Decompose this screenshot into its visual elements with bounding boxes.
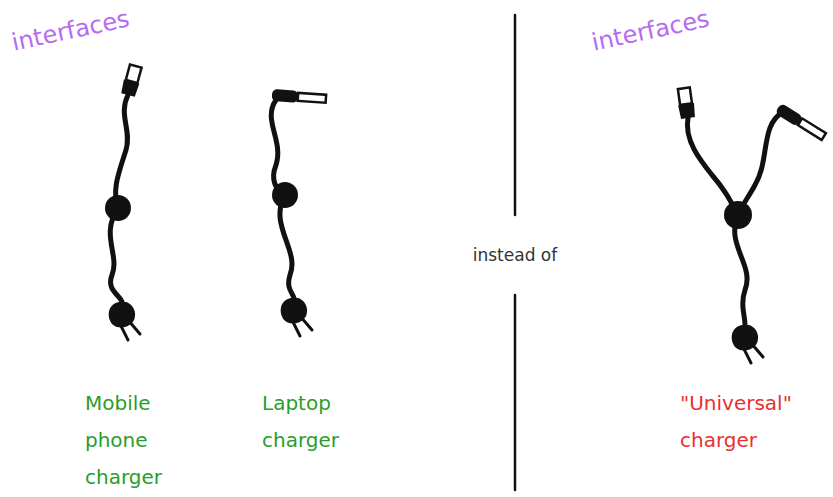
charger-label: Laptop charger [262,385,357,459]
divider-line [514,15,517,215]
laptop-cable [271,100,285,195]
barrel-plug [775,103,827,142]
cable-dot [105,195,131,221]
wall-plug [109,302,140,340]
barrel-plug [272,89,327,105]
charger-label: "Universal" charger [680,385,820,459]
phone-cable [110,208,122,302]
phone-cable [116,95,128,208]
laptop-cable [280,195,294,298]
usb-plug [120,64,143,97]
universal-cable [738,112,783,215]
cables [110,95,783,325]
wall-plug [732,325,763,363]
cable-dot [272,182,298,208]
wall-plug [281,298,312,336]
cable-dot [724,201,752,229]
heading-note: interfaces [9,0,182,58]
heading-note: interfaces [589,0,762,58]
universal-cable [687,118,738,215]
divider-note: instead of [440,243,590,267]
divider-line [514,295,517,490]
usb-plug [676,87,696,119]
universal-cable [735,215,747,325]
charger-label: Mobile phone charger [85,385,180,496]
